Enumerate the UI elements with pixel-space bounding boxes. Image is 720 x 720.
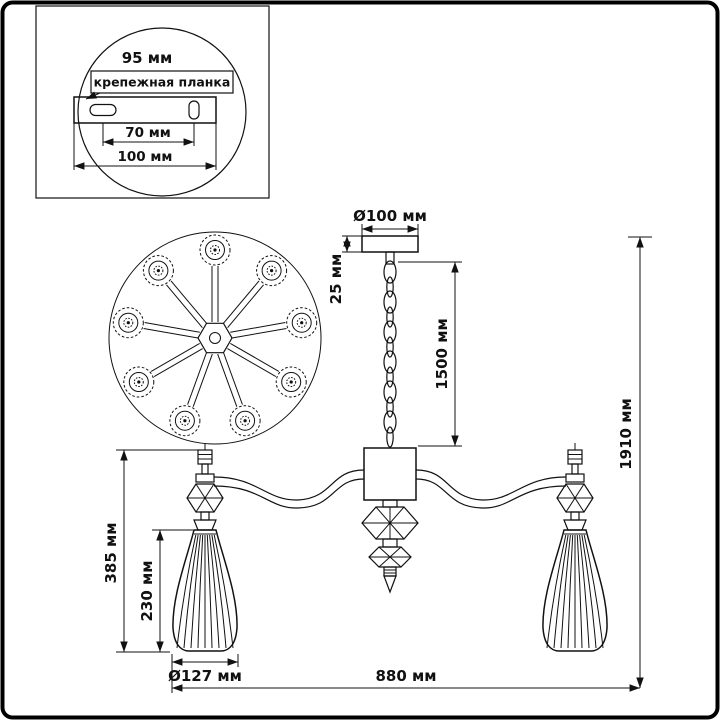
plate-slot-right <box>188 100 200 120</box>
dim-lamp-drop-label: 385 мм <box>102 522 120 583</box>
plate-slot-left <box>89 103 117 117</box>
dim-plate-width-label: 95 мм <box>122 49 173 67</box>
dim-shade-height-label: 230 мм <box>138 560 156 621</box>
mounting-plate <box>73 96 217 124</box>
inset-box <box>35 5 270 199</box>
canopy-stem <box>385 251 395 265</box>
plate-label-leader-arrow <box>85 91 101 100</box>
plate-label: крепежная планка <box>94 75 231 90</box>
faceted-bead-small <box>368 546 412 568</box>
top-view-outline-circle <box>108 231 322 445</box>
mounting-plate-inset: 95 мм крепежная планка 70 мм 100 мм <box>35 5 270 199</box>
dim-plate-length-label: 100 мм <box>118 149 173 165</box>
bottom-finial <box>383 566 397 594</box>
front-view: Ø100 мм 25 мм 1500 мм <box>102 207 652 693</box>
dim-total-width-label: 880 мм <box>375 667 436 685</box>
dim-chain-length-label: 1500 мм <box>433 318 451 390</box>
dim-hole-spacing-label: 70 мм <box>125 125 171 141</box>
faceted-bead-large <box>361 506 419 540</box>
top-view <box>108 231 322 445</box>
dim-canopy-diameter-label: Ø100 мм <box>353 207 427 225</box>
plate-label-box <box>90 70 234 94</box>
suspension-chain <box>383 260 397 448</box>
inset-circle <box>77 27 247 197</box>
dim-canopy-height-label: 25 мм <box>327 254 345 305</box>
dim-total-height-label: 1910 мм <box>617 398 635 470</box>
dim-shade-diameter-label: Ø127 мм <box>168 667 242 685</box>
